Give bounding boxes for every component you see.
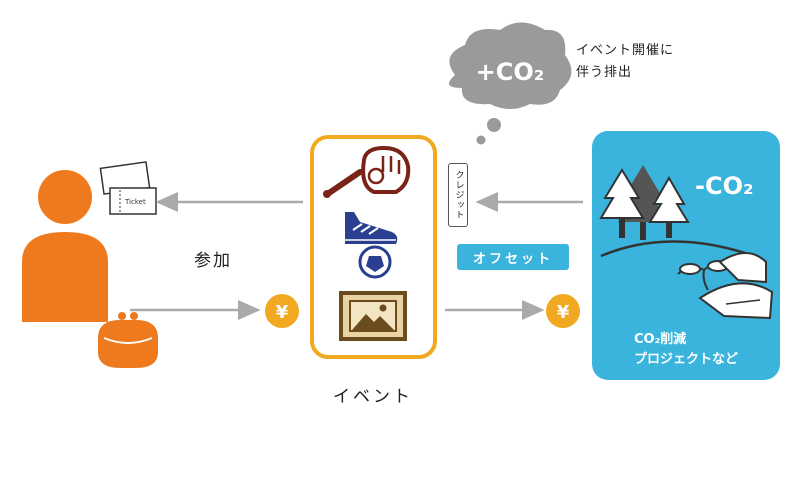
project-line-2: プロジェクトなど xyxy=(634,352,739,367)
purse-icon xyxy=(98,312,158,368)
ticket-icon: Ticket xyxy=(99,161,157,215)
credit-label: クレジット xyxy=(448,163,468,227)
emission-note: イベント開催に 伴う排出 xyxy=(576,43,675,80)
cloud-label: +CO₂ xyxy=(476,58,545,86)
yen-coin-right: ¥ xyxy=(546,294,580,328)
person-icon xyxy=(22,170,108,322)
yen-coin-left: ¥ xyxy=(265,294,299,328)
project-label: CO₂削減 プロジェクトなど xyxy=(634,330,738,370)
project-line-1: CO₂削減 xyxy=(634,332,687,347)
hands-sprout-icon xyxy=(677,252,774,320)
yen-symbol: ¥ xyxy=(276,302,289,323)
baseball-icon xyxy=(323,145,411,198)
emission-cloud: +CO₂ xyxy=(448,22,572,145)
event-label: イベント xyxy=(333,387,413,407)
ticket-text: Ticket xyxy=(124,198,146,206)
forest-icon xyxy=(599,165,761,260)
soccer-icon xyxy=(345,212,398,279)
painting-icon xyxy=(339,291,407,341)
offset-box-label: -CO₂ xyxy=(695,172,754,200)
yen-symbol: ¥ xyxy=(557,302,570,323)
offset-badge: オフセット xyxy=(457,244,569,270)
join-label: 参加 xyxy=(194,251,232,271)
